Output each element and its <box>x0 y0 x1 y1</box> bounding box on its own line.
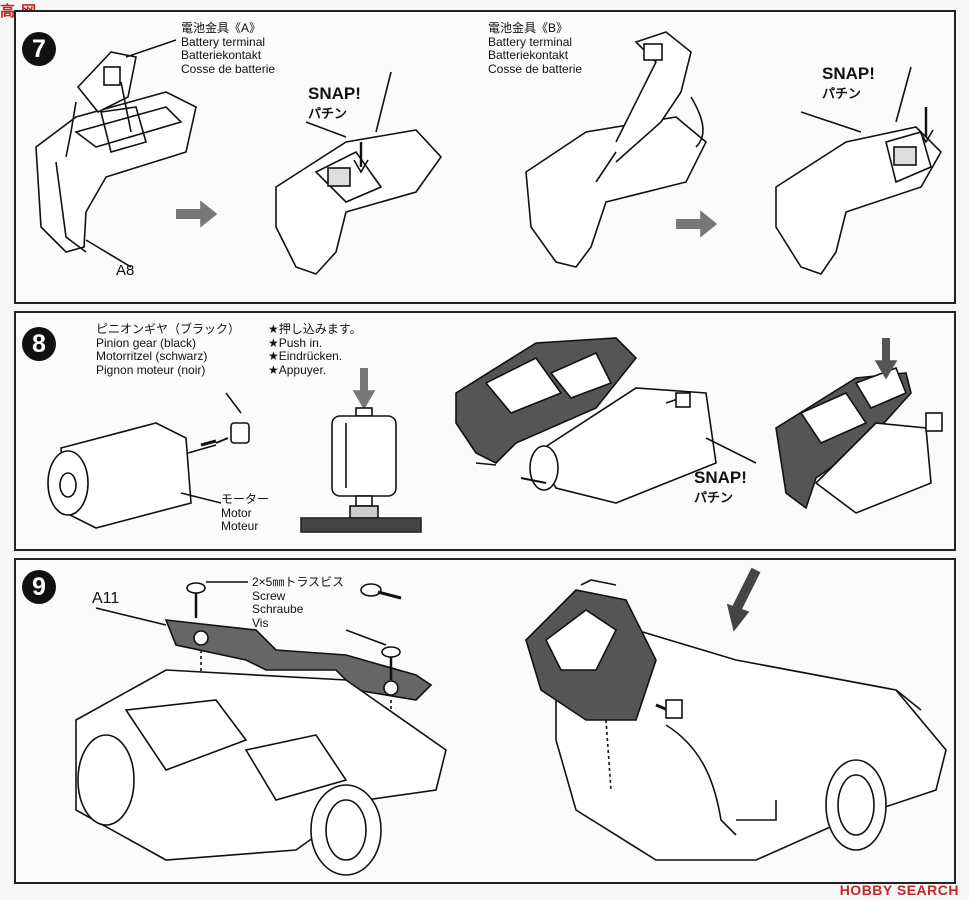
battery-terminal-b-caption: 電池金具《B》 Battery terminal Batteriekontakt… <box>488 21 583 76</box>
pinion-gear-caption: ピニオンギヤ（ブラック） Pinion gear (black) Motorri… <box>96 322 241 377</box>
snap-callout-2: SNAP! パチン <box>822 64 875 101</box>
step-number-badge: 8 <box>22 327 56 361</box>
step-8-panel: 8 ピニオンギヤ（ブラック） Pinion gear (black) Motor… <box>14 311 956 551</box>
snap-callout-1: SNAP! パチン <box>308 84 361 121</box>
screw-caption: 2×5㎜トラスビス Screw Schraube Vis <box>252 575 345 630</box>
battery-terminal-a-caption: 電池金具《A》 Battery terminal Batteriekontakt… <box>181 21 276 76</box>
step-8-illustration <box>47 337 943 533</box>
snap-callout: SNAP! パチン <box>694 468 747 505</box>
watermark-logo-bottom: HOBBY SEARCH <box>839 882 959 898</box>
step-7-panel: 7 電池金具《A》 Battery terminal Batteriekonta… <box>14 10 956 304</box>
part-label-a8: A8 <box>116 262 135 279</box>
step-9-illustration <box>75 567 947 876</box>
step-number-badge: 7 <box>22 32 56 66</box>
part-label-a11: A11 <box>92 590 120 607</box>
step-number-badge: 9 <box>22 570 56 604</box>
motor-caption: モーター Motor Moteur <box>221 492 270 533</box>
step-9-panel: 9 A11 2×5㎜トラスビス Screw Schraube Vis <box>14 558 956 884</box>
push-in-caption: ★押し込みます。 ★Push in. ★Eindrücken. ★Appuyer… <box>268 322 362 377</box>
step-7-illustration <box>35 31 942 275</box>
